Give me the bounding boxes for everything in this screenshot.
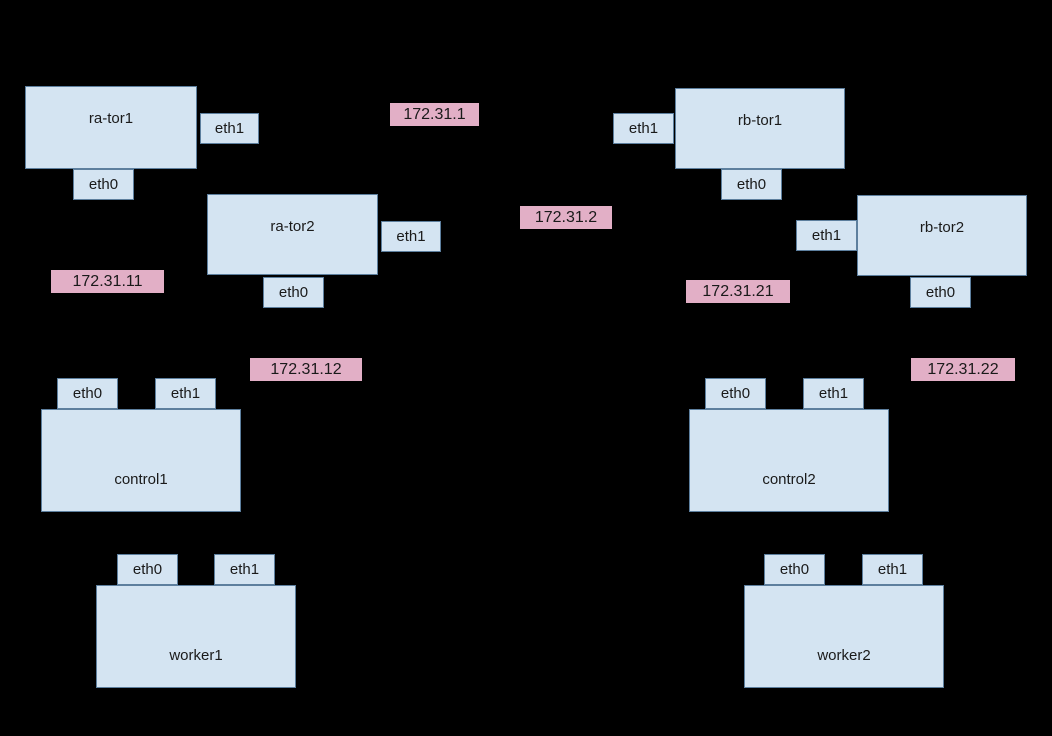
node-label-rb-tor1: rb-tor1 — [737, 112, 783, 129]
interface-control2-eth1[interactable]: eth1 — [803, 378, 864, 409]
ip-label-ip-172-31-1: 172.31.1 — [390, 103, 479, 126]
node-worker1[interactable]: worker1 — [96, 585, 296, 688]
node-ra-tor2[interactable]: ra-tor2 — [207, 194, 378, 275]
interface-worker2-eth0[interactable]: eth0 — [764, 554, 825, 585]
node-ra-tor1[interactable]: ra-tor1 — [25, 86, 197, 169]
interface-rb-tor1-eth1[interactable]: eth1 — [613, 113, 674, 144]
interface-rb-tor1-eth0[interactable]: eth0 — [721, 169, 782, 200]
node-label-ra-tor2: ra-tor2 — [270, 218, 315, 235]
ip-label-ip-172-31-12: 172.31.12 — [250, 358, 362, 381]
ip-label-ip-172-31-11: 172.31.11 — [51, 270, 164, 293]
node-control1[interactable]: control1 — [41, 409, 241, 512]
ip-label-ip-172-31-22: 172.31.22 — [911, 358, 1015, 381]
interface-worker2-eth1[interactable]: eth1 — [862, 554, 923, 585]
interface-ra-tor2-eth1[interactable]: eth1 — [381, 221, 441, 252]
node-label-control2: control2 — [762, 471, 816, 488]
interface-control2-eth0[interactable]: eth0 — [705, 378, 766, 409]
node-worker2[interactable]: worker2 — [744, 585, 944, 688]
interface-ra-tor1-eth0[interactable]: eth0 — [73, 169, 134, 200]
interface-worker1-eth1[interactable]: eth1 — [214, 554, 275, 585]
interface-rb-tor2-eth0[interactable]: eth0 — [910, 277, 971, 308]
node-label-worker1: worker1 — [169, 647, 223, 664]
interface-ra-tor2-eth0[interactable]: eth0 — [263, 277, 324, 308]
ip-label-ip-172-31-21: 172.31.21 — [686, 280, 790, 303]
node-label-ra-tor1: ra-tor1 — [88, 110, 134, 127]
interface-control1-eth1[interactable]: eth1 — [155, 378, 216, 409]
node-rb-tor2[interactable]: rb-tor2 — [857, 195, 1027, 276]
interface-ra-tor1-eth1[interactable]: eth1 — [200, 113, 259, 144]
node-control2[interactable]: control2 — [689, 409, 889, 512]
interface-worker1-eth0[interactable]: eth0 — [117, 554, 178, 585]
node-label-control1: control1 — [114, 471, 168, 488]
ip-label-ip-172-31-2: 172.31.2 — [520, 206, 612, 229]
interface-rb-tor2-eth1[interactable]: eth1 — [796, 220, 857, 251]
node-label-worker2: worker2 — [817, 647, 871, 664]
interface-control1-eth0[interactable]: eth0 — [57, 378, 118, 409]
node-rb-tor1[interactable]: rb-tor1 — [675, 88, 845, 169]
node-label-rb-tor2: rb-tor2 — [919, 219, 965, 236]
